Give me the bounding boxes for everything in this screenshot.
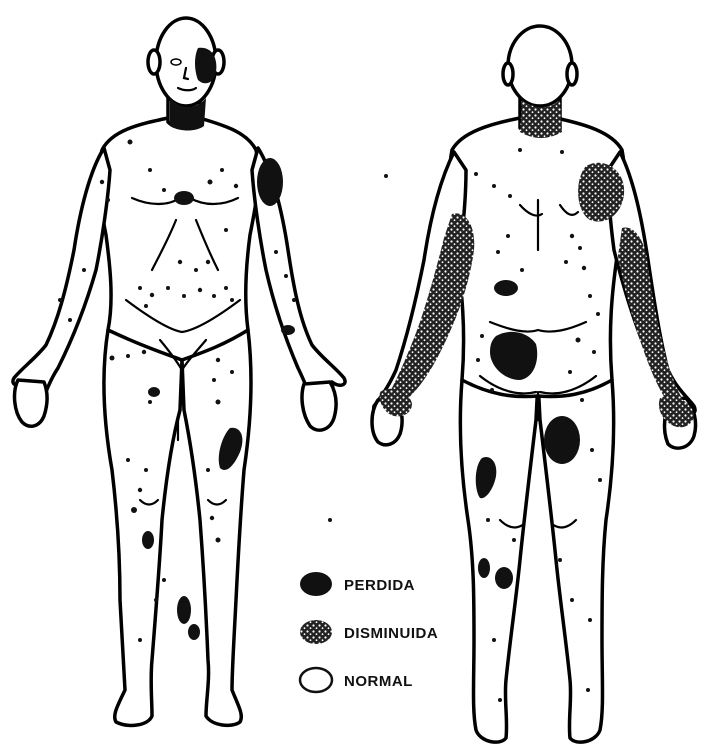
legend-item-disminuida: DISMINUIDA	[300, 620, 438, 644]
legend: PERDIDA DISMINUIDA NORMAL	[300, 572, 438, 692]
front-chest-loss-patch	[174, 191, 194, 205]
back-head	[508, 26, 572, 106]
back-flank-loss-patch	[494, 280, 518, 296]
front-right-leg	[182, 330, 251, 725]
front-shin-loss-patch	[177, 596, 191, 624]
back-left-ear	[503, 63, 513, 85]
back-left-calf-loss-patch-2	[478, 558, 490, 578]
front-left-leg	[104, 330, 182, 725]
front-left-ear	[148, 50, 160, 74]
front-body-figure	[13, 18, 345, 725]
legend-disminuida-label: DISMINUIDA	[344, 625, 438, 642]
front-left-arm	[13, 148, 110, 418]
front-left-eye	[171, 59, 181, 65]
front-right-hand	[302, 382, 336, 430]
front-left-hand	[15, 380, 47, 426]
back-right-forearm-dim-region	[618, 227, 682, 405]
back-left-leg	[460, 380, 538, 742]
legend-item-perdida: PERDIDA	[300, 572, 415, 596]
legend-normal-label: NORMAL	[344, 673, 413, 690]
back-left-calf-loss-patch	[495, 567, 513, 589]
front-calf-loss-patch	[142, 531, 154, 549]
legend-perdida-swatch	[300, 572, 332, 596]
legend-item-normal: NORMAL	[300, 668, 413, 692]
legend-normal-swatch	[300, 668, 332, 692]
legend-disminuida-swatch	[300, 620, 332, 644]
front-shoulder-loss-patch	[257, 158, 283, 206]
front-shin-loss-patch-2	[188, 624, 200, 640]
front-torso	[99, 118, 258, 360]
back-right-thigh-loss-patch	[544, 416, 580, 464]
legend-perdida-label: PERDIDA	[344, 577, 415, 594]
back-right-ear	[567, 63, 577, 85]
front-forearm-loss-patch	[281, 325, 295, 335]
front-hip-loss-patch	[148, 387, 160, 397]
